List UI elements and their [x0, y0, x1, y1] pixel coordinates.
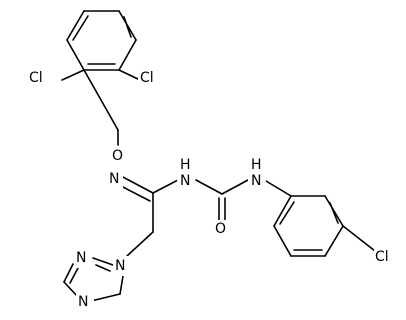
bond [66, 39, 85, 71]
atom-cl-left: Cl [28, 69, 58, 87]
atom-n-triazole-2: N [74, 248, 92, 268]
bond [123, 16, 132, 38]
bond [120, 185, 151, 202]
bond [119, 275, 124, 295]
atom-n-triazole-1: N [113, 256, 131, 276]
atom-h-left-label: H [180, 157, 191, 173]
bond [152, 179, 179, 194]
bond [63, 263, 74, 283]
bond [90, 293, 121, 302]
bond [324, 225, 344, 257]
bond [83, 69, 102, 101]
atom-o-ether-label: O [112, 148, 123, 164]
bond [61, 69, 85, 81]
bond [95, 264, 111, 272]
atom-n-triazole-1-label: N [115, 258, 125, 274]
bond [273, 195, 292, 227]
atom-cl-right: Cl [138, 69, 168, 87]
bond [120, 175, 154, 194]
bond [273, 225, 292, 257]
bond-layer [61, 10, 376, 302]
atom-nh-right: H N [248, 157, 266, 193]
bond [69, 267, 79, 284]
bond [118, 39, 137, 71]
bond [329, 202, 339, 224]
bond [221, 179, 249, 195]
bond [126, 231, 154, 257]
atom-n-imine: N [107, 170, 123, 188]
atom-nh-left: H N [177, 157, 195, 193]
atom-cl-para-label: Cl [375, 249, 389, 265]
atom-h-right-label: H [251, 157, 262, 173]
bond [63, 281, 79, 298]
bond [279, 201, 295, 225]
bond [265, 180, 292, 197]
atom-n-triazole-2-label: N [76, 250, 86, 266]
atom-cl-right-label: Cl [140, 70, 154, 86]
bond [342, 225, 376, 252]
atom-label-layer: Cl Cl O N H N H N O N [28, 69, 404, 312]
atom-nh-left-label: N [180, 173, 190, 189]
atom-o-ether: O [110, 147, 126, 165]
atom-n-triazole-4: N [76, 292, 94, 312]
atom-o-carbonyl-label: O [215, 221, 226, 237]
bond [118, 69, 141, 81]
atom-n-triazole-4-label: N [78, 294, 88, 310]
bond [92, 257, 114, 266]
bond [100, 99, 119, 131]
atom-n-imine-label: N [109, 171, 119, 187]
atom-cl-para: Cl [374, 248, 404, 266]
bond [72, 15, 89, 41]
bond [195, 179, 223, 195]
atom-o-carbonyl: O [213, 220, 231, 238]
bond [66, 10, 85, 41]
atom-cl-left-label: Cl [29, 70, 43, 86]
atom-nh-right-label: N [251, 173, 261, 189]
